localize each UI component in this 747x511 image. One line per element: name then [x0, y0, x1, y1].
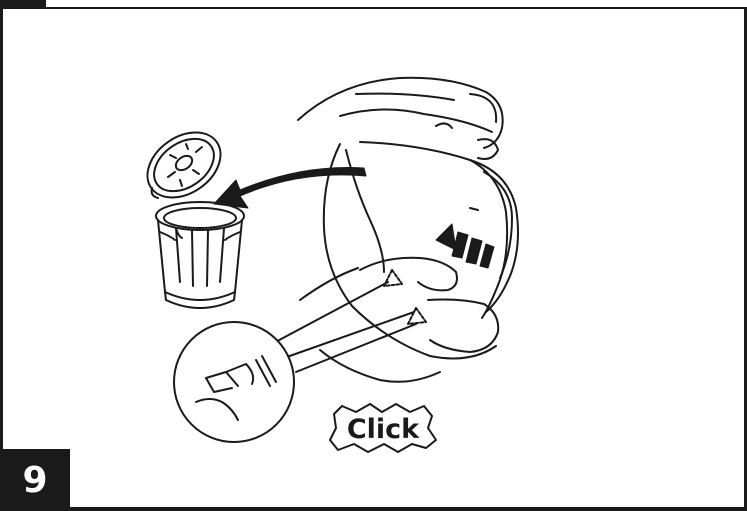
- arrow-left-icon: [214, 167, 366, 208]
- strainer-lid-icon: [135, 119, 233, 211]
- step-number-badge: 9: [0, 449, 70, 511]
- click-label: Click: [347, 414, 420, 445]
- click-callout: Click: [330, 404, 436, 452]
- step-number: 9: [22, 460, 47, 501]
- hand-illustration: [298, 78, 518, 382]
- dashed-push-arrow-icon: [436, 224, 494, 268]
- strainer-cup-icon: [156, 202, 244, 308]
